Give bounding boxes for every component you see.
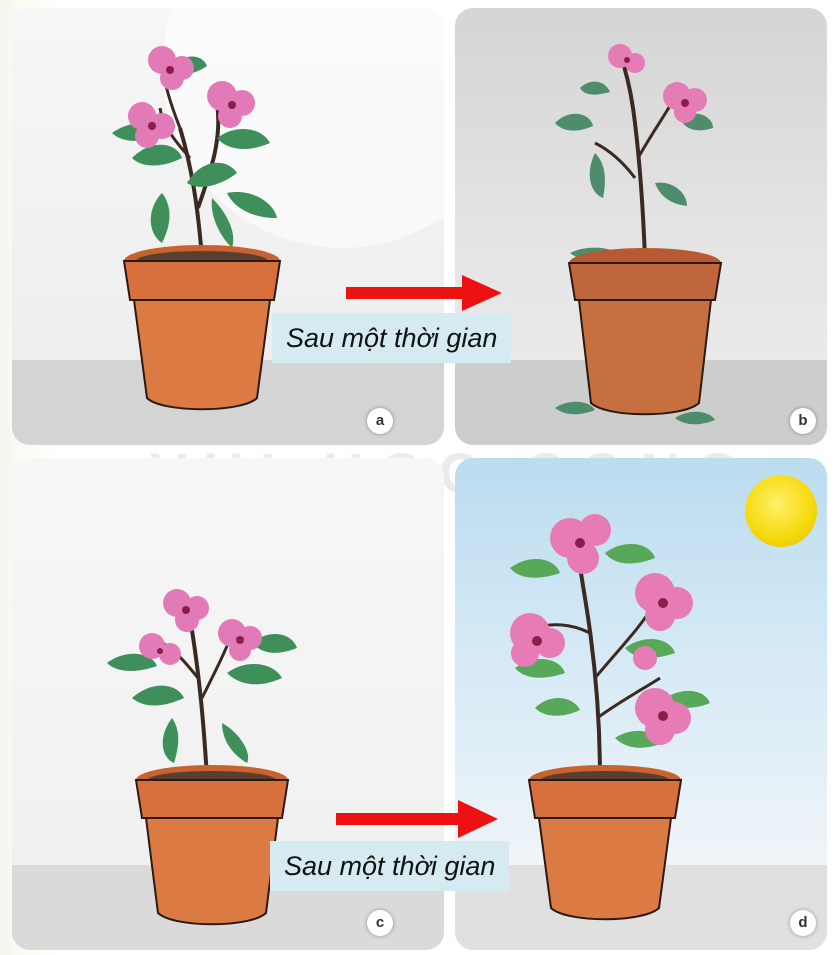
plant-icon	[510, 514, 710, 778]
panel-b: b	[455, 8, 827, 445]
red-arrow-icon	[346, 275, 506, 311]
caption-after-some-time: Sau một thời gian	[270, 841, 509, 891]
flower-icon	[608, 44, 707, 123]
plant-icon	[112, 46, 277, 258]
plant-icon	[107, 589, 297, 778]
caption-after-some-time: Sau một thời gian	[272, 313, 511, 363]
panel-label-badge: d	[790, 910, 816, 936]
pot-icon	[124, 245, 280, 409]
flower-icon	[139, 589, 262, 665]
panel-a: a	[12, 8, 444, 445]
plant-illustration-a	[12, 8, 444, 445]
pot-icon	[136, 765, 288, 924]
red-arrow-icon	[336, 800, 501, 838]
plant-illustration-b	[455, 8, 827, 445]
panel-label-badge: c	[367, 910, 393, 936]
panel-label-badge: b	[790, 408, 816, 434]
sun-icon	[745, 475, 817, 547]
flower-icon	[510, 514, 693, 745]
pot-icon	[529, 765, 681, 919]
pot-icon	[569, 248, 721, 414]
panel-label-badge: a	[367, 408, 393, 434]
